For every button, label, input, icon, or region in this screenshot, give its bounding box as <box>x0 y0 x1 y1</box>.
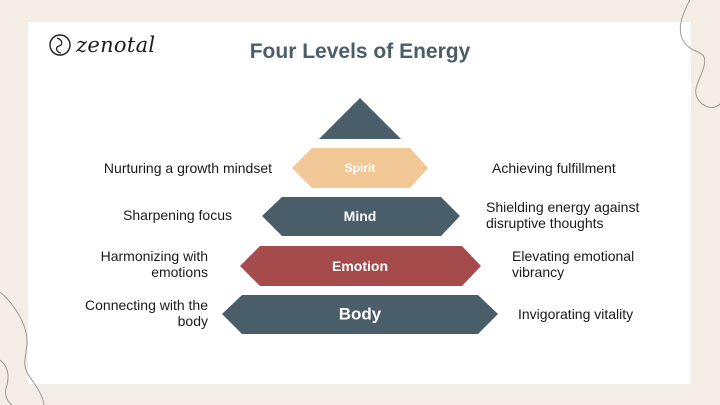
level-emotion-band <box>240 246 481 286</box>
level-body-band <box>222 295 498 334</box>
level-emotion-label: Emotion <box>332 258 388 274</box>
brand-logo: zenotal <box>48 30 155 60</box>
level-body-label: Body <box>339 305 382 324</box>
level-spirit-label: Spirit <box>345 161 376 175</box>
brand-name: zenotal <box>76 33 156 57</box>
level-emotion-left-text: Harmonizing with emotions <box>100 248 208 280</box>
pyramid-apex <box>319 98 401 139</box>
level-spirit-band <box>292 148 428 188</box>
level-mind-right-text: Shielding energy against disruptive thou… <box>486 199 640 231</box>
slide-title: Four Levels of Energy <box>249 40 471 63</box>
level-body-left-text: Connecting with the body <box>85 297 208 329</box>
level-mind-band <box>262 197 460 236</box>
level-mind-left-text: Sharpening focus <box>123 207 232 223</box>
level-spirit-left-text: Nurturing a growth mindset <box>103 160 272 176</box>
level-body-right-text: Invigorating vitality <box>518 306 634 322</box>
level-emotion-right-text: Elevating emotional vibrancy <box>512 248 635 280</box>
level-spirit-right-text: Achieving fulfillment <box>492 160 616 176</box>
zen-circle-icon <box>49 34 71 56</box>
level-mind-label: Mind <box>344 208 377 224</box>
